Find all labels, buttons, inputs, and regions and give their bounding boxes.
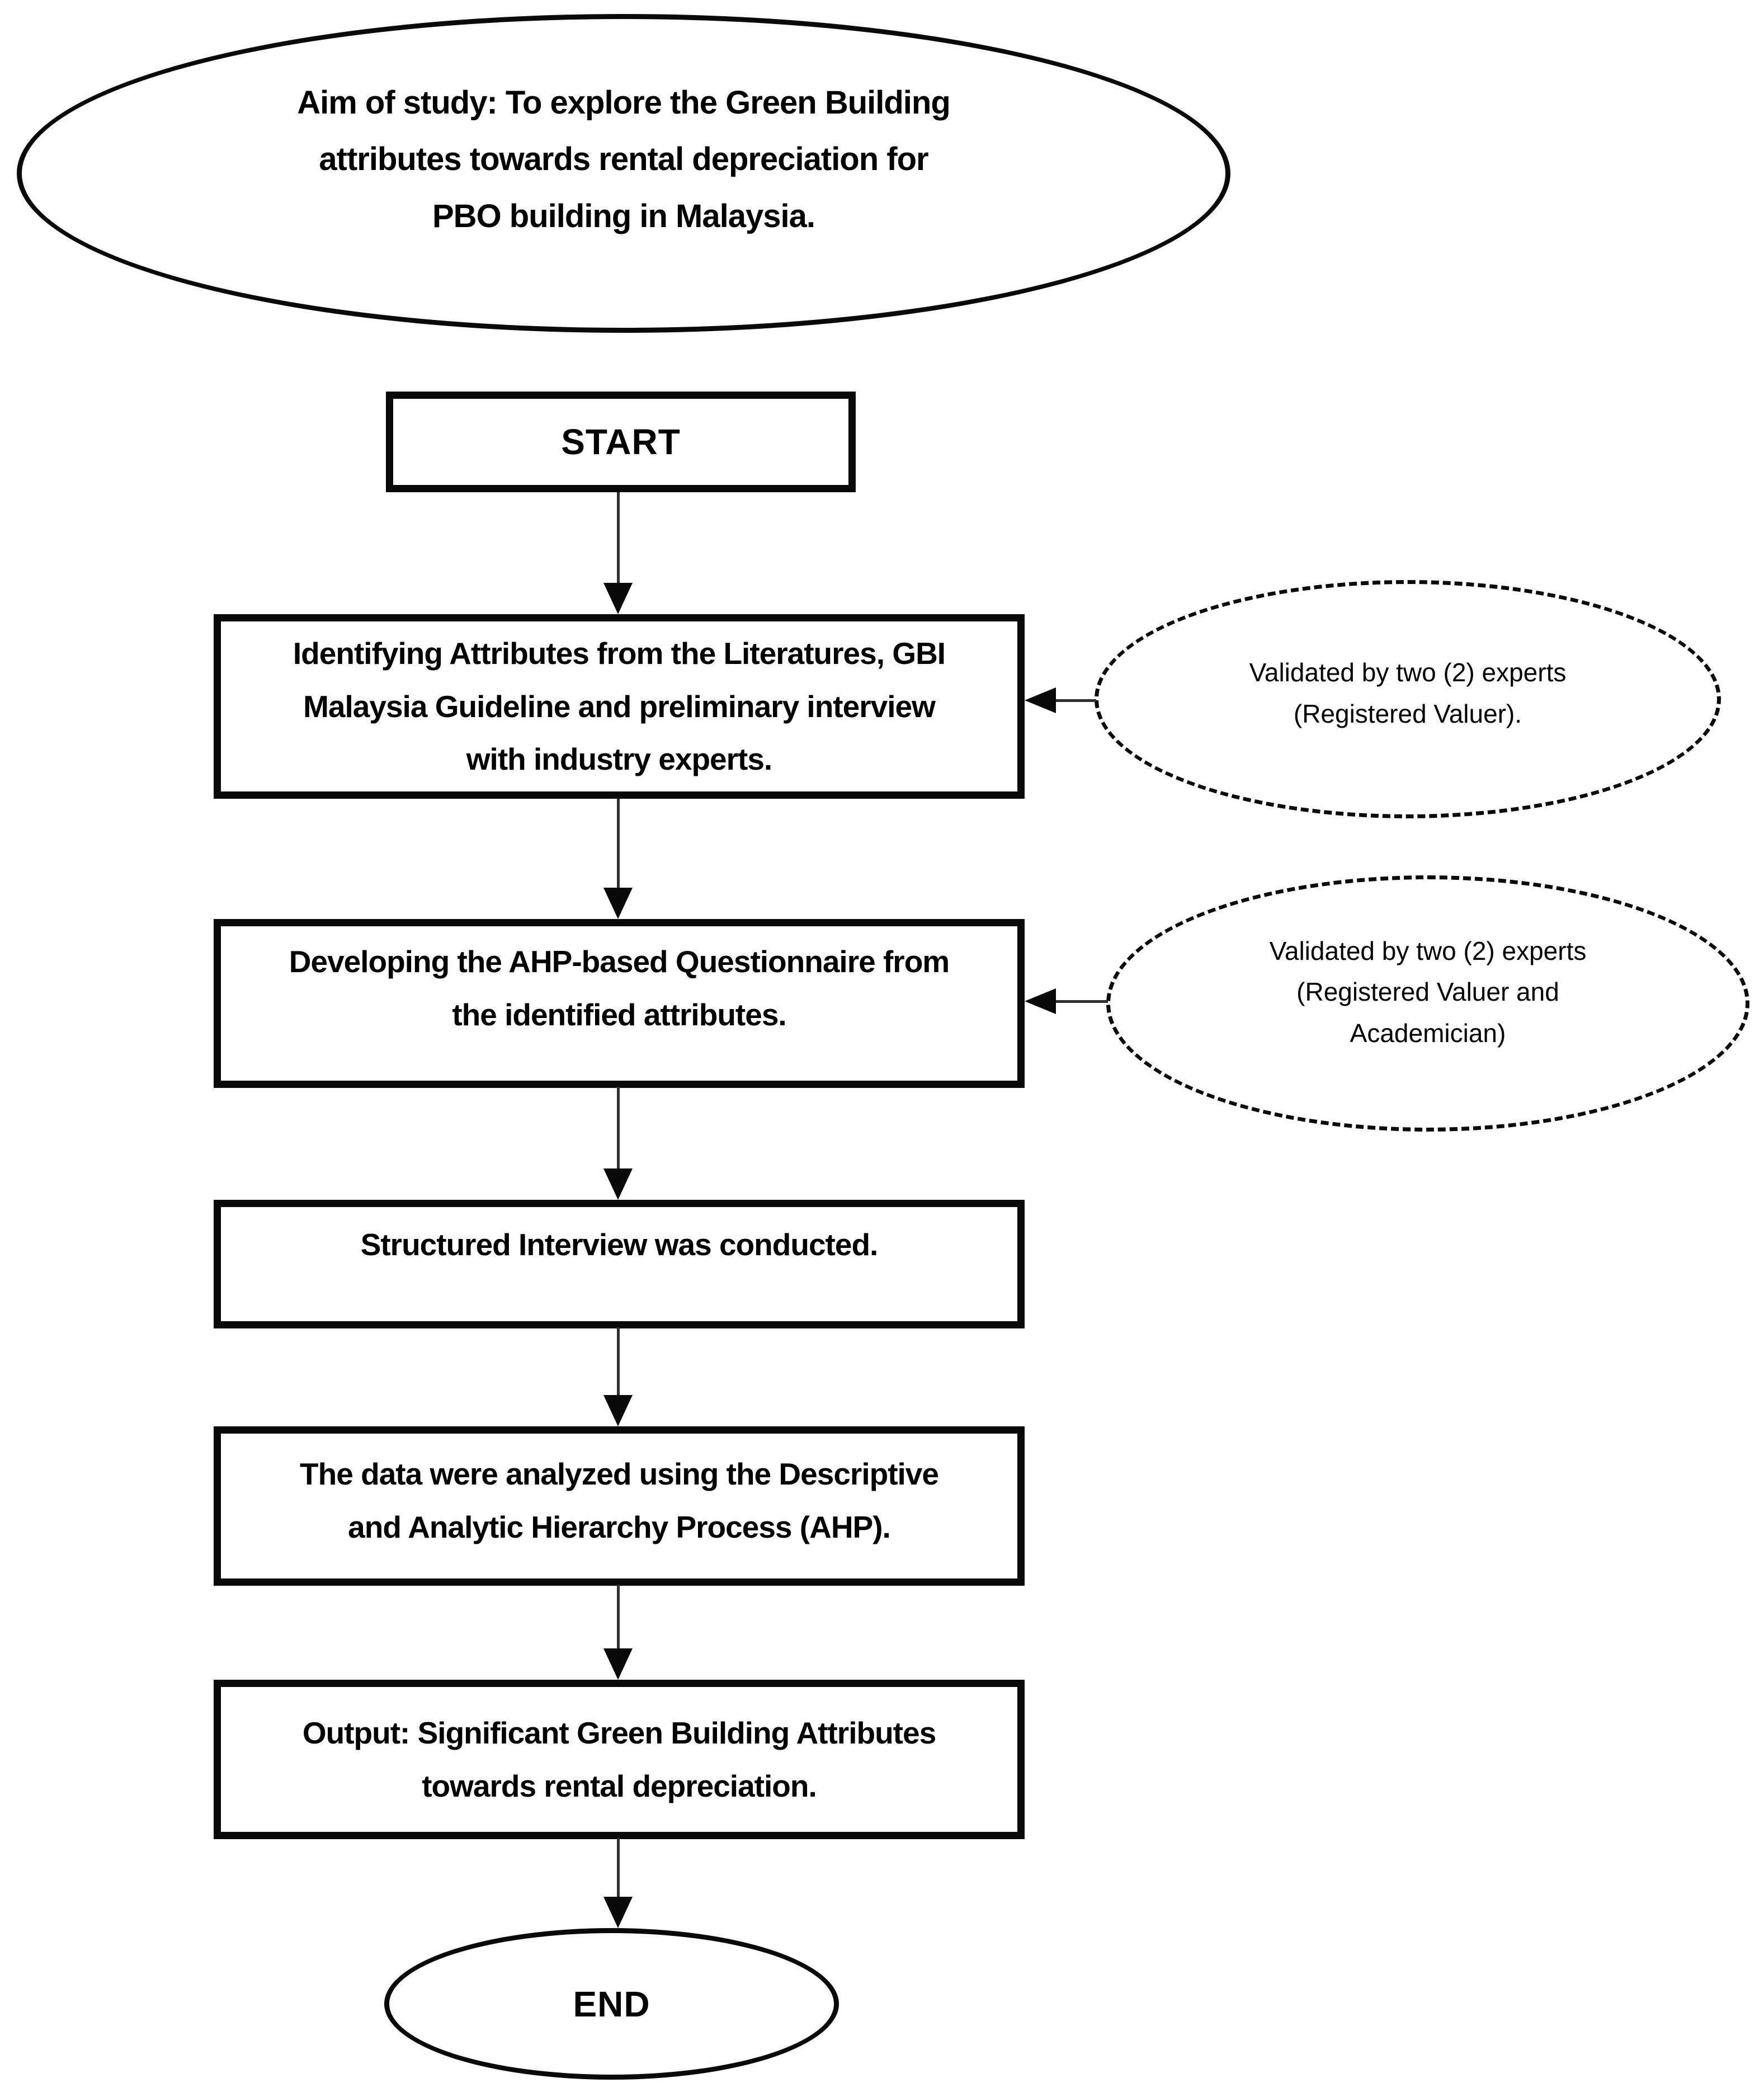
step-develop-questionnaire: Developing the AHP-based Questionnaire f… — [214, 919, 1025, 1088]
end-label: END — [573, 1983, 650, 2024]
step-structured-interview-text: Structured Interview was conducted. — [360, 1227, 879, 1262]
validation-1-text: Validated by two (2) experts (Registered… — [1249, 658, 1567, 728]
start-label: START — [561, 422, 681, 462]
validation-ellipse-1: Validated by two (2) experts (Registered… — [1095, 580, 1721, 818]
step-identify-attributes: Identifying Attributes from the Literatu… — [214, 614, 1025, 799]
flow-line-step1-to-step2 — [617, 799, 620, 888]
flow-line-step4-to-step5 — [617, 1585, 620, 1649]
step-structured-interview: Structured Interview was conducted. — [214, 1200, 1025, 1328]
step-data-analysis: The data were analyzed using the Descrip… — [214, 1426, 1025, 1586]
arrow-left-icon — [1025, 988, 1056, 1014]
flow-line-validation1-to-step1 — [1054, 699, 1096, 702]
arrow-down-icon — [603, 583, 633, 614]
step-data-analysis-text: The data were analyzed using the Descrip… — [300, 1456, 939, 1544]
step-identify-attributes-text: Identifying Attributes from the Literatu… — [293, 636, 946, 777]
validation-2-text: Validated by two (2) experts (Registered… — [1269, 936, 1587, 1048]
arrow-down-icon — [603, 1168, 633, 1200]
flow-line-step5-to-end — [617, 1838, 620, 1897]
flow-line-step3-to-step4 — [617, 1327, 620, 1396]
arrow-down-icon — [603, 1395, 633, 1426]
step-develop-questionnaire-text: Developing the AHP-based Questionnaire f… — [289, 944, 950, 1032]
arrow-left-icon — [1025, 687, 1056, 713]
arrow-down-icon — [603, 1648, 633, 1680]
aim-ellipse: Aim of study: To explore the Green Build… — [17, 14, 1230, 333]
step-output-text: Output: Significant Green Building Attri… — [302, 1715, 936, 1803]
flow-line-step2-to-step3 — [617, 1087, 620, 1169]
step-output: Output: Significant Green Building Attri… — [214, 1680, 1025, 1839]
flow-line-start-to-step1 — [617, 492, 620, 583]
validation-ellipse-2: Validated by two (2) experts (Registered… — [1106, 875, 1749, 1132]
arrow-down-icon — [603, 888, 633, 919]
aim-text: Aim of study: To explore the Green Build… — [297, 84, 951, 234]
flow-line-validation2-to-step2 — [1054, 1000, 1108, 1003]
start-node: START — [386, 392, 856, 492]
end-node: END — [384, 1928, 839, 2080]
arrow-down-icon — [603, 1897, 633, 1928]
